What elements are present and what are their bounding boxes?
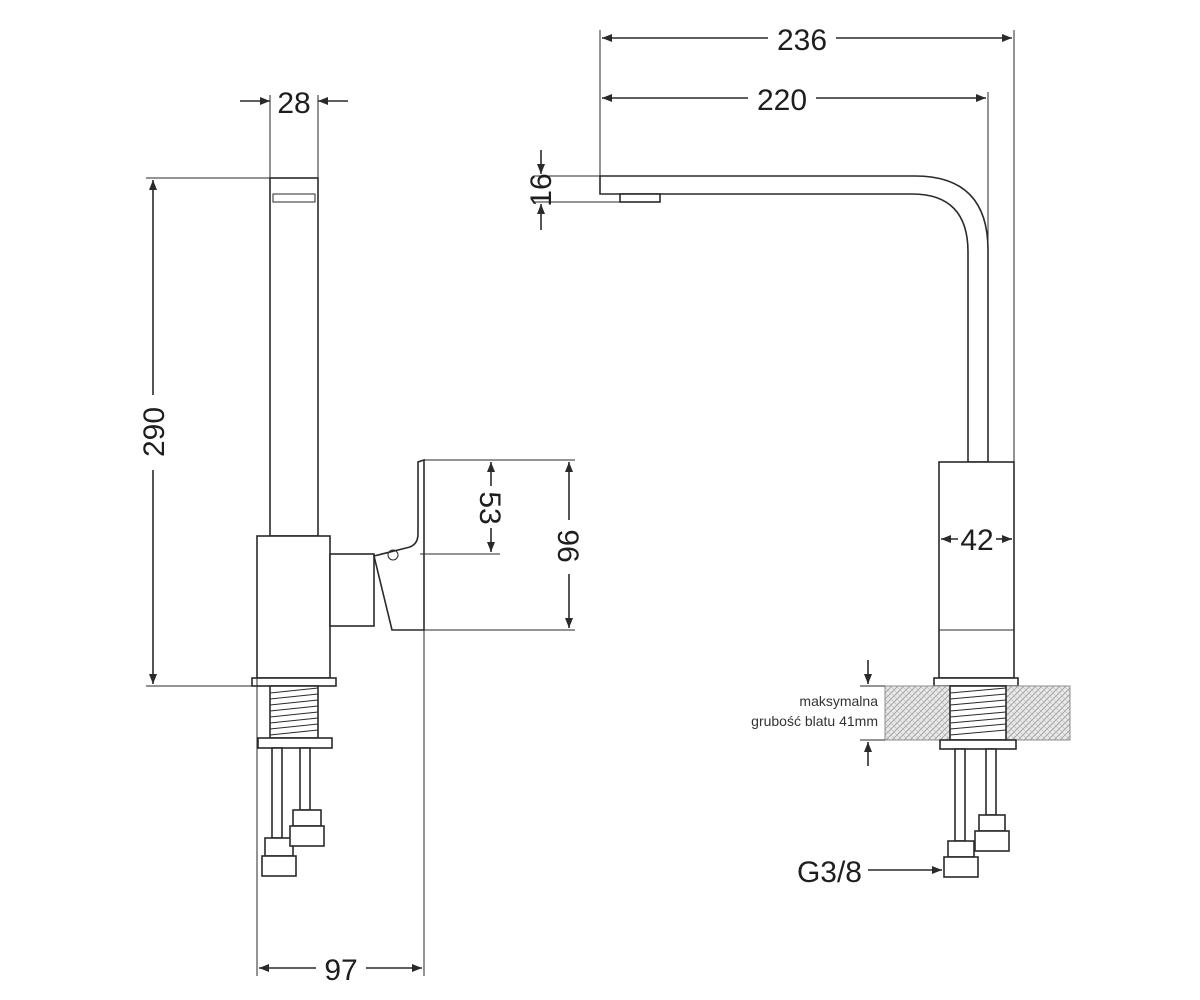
lever-handle [373, 458, 425, 631]
dimension-236: 236 [599, 24, 1015, 462]
thread-line [949, 687, 1007, 694]
supply-hose-front-right [985, 748, 997, 816]
thread-line [269, 699, 319, 706]
countertop-thickness-indicator: maksymalna grubość blatu 41mm [751, 660, 885, 766]
supply-hose-right [299, 747, 311, 811]
dimension-290: 290 [138, 177, 270, 687]
thread-line [269, 717, 319, 724]
dimension-96: 96 [424, 462, 584, 631]
dim-label-42: 42 [960, 524, 993, 557]
threaded-stud [269, 685, 319, 739]
thread-line [949, 693, 1007, 700]
dimension-16: 16 [525, 150, 620, 230]
dimension-53: 53 [420, 459, 575, 555]
hose-fitting-front-left [947, 840, 975, 858]
thread-line [949, 717, 1007, 724]
supply-hose-left [271, 747, 283, 839]
thread-line [949, 699, 1007, 706]
dim-label-236: 236 [777, 24, 827, 57]
thread-line [949, 705, 1007, 712]
dim-label-53: 53 [473, 491, 506, 524]
hose-fitting-front-right-nut [974, 830, 1010, 852]
thread-line [949, 729, 1007, 736]
column-top-cap [272, 193, 316, 203]
faucet-spout [599, 175, 989, 463]
connection-label: G3/8 [797, 856, 862, 889]
front-view: 236 220 16 42 maksyma [525, 24, 1071, 889]
countertop-note-line1: maksymalna [799, 693, 878, 709]
connection-callout: G3/8 [797, 856, 942, 889]
dim-label-28: 28 [277, 87, 310, 120]
hose-fitting-front-left-nut [943, 856, 979, 878]
hose-fitting-right-nut [289, 825, 325, 847]
hose-fitting-front-right [978, 814, 1006, 832]
dim-label-290: 290 [138, 407, 171, 457]
spout-aerator [619, 193, 661, 203]
dim-label-16: 16 [525, 173, 558, 206]
thread-line [269, 687, 319, 694]
dimension-42: 42 [941, 524, 1012, 557]
dim-label-97: 97 [324, 954, 357, 987]
base-ring-front [933, 677, 1019, 687]
hose-fitting-left-nut [261, 855, 297, 877]
dim-label-220: 220 [757, 84, 807, 117]
faucet-column [269, 177, 319, 537]
thread-line [269, 711, 319, 718]
thread-lines [269, 687, 319, 736]
thread-lines-front [949, 687, 1007, 736]
lever-connector [329, 553, 375, 627]
thread-line [949, 723, 1007, 730]
dimension-97: 97 [256, 630, 425, 987]
countertop-note-line2: grubość blatu 41mm [751, 713, 878, 729]
dimension-220: 220 [602, 84, 989, 250]
thread-line [269, 693, 319, 700]
thread-line [269, 729, 319, 736]
thread-line [269, 705, 319, 712]
thread-line [949, 711, 1007, 718]
faucet-body-front [938, 461, 1015, 679]
faucet-body [256, 535, 331, 679]
dim-label-96: 96 [551, 529, 584, 562]
side-view: 28 290 53 96 [138, 87, 584, 987]
thread-line [269, 723, 319, 730]
hose-fitting-right [292, 809, 322, 827]
hose-fitting-left [264, 837, 294, 857]
lever-pivot [387, 549, 399, 561]
base-ring [251, 677, 337, 687]
dimension-28: 28 [240, 87, 348, 178]
mounting-nut-front [939, 739, 1017, 750]
supply-hose-front-left [954, 748, 966, 842]
mounting-nut [257, 737, 333, 749]
